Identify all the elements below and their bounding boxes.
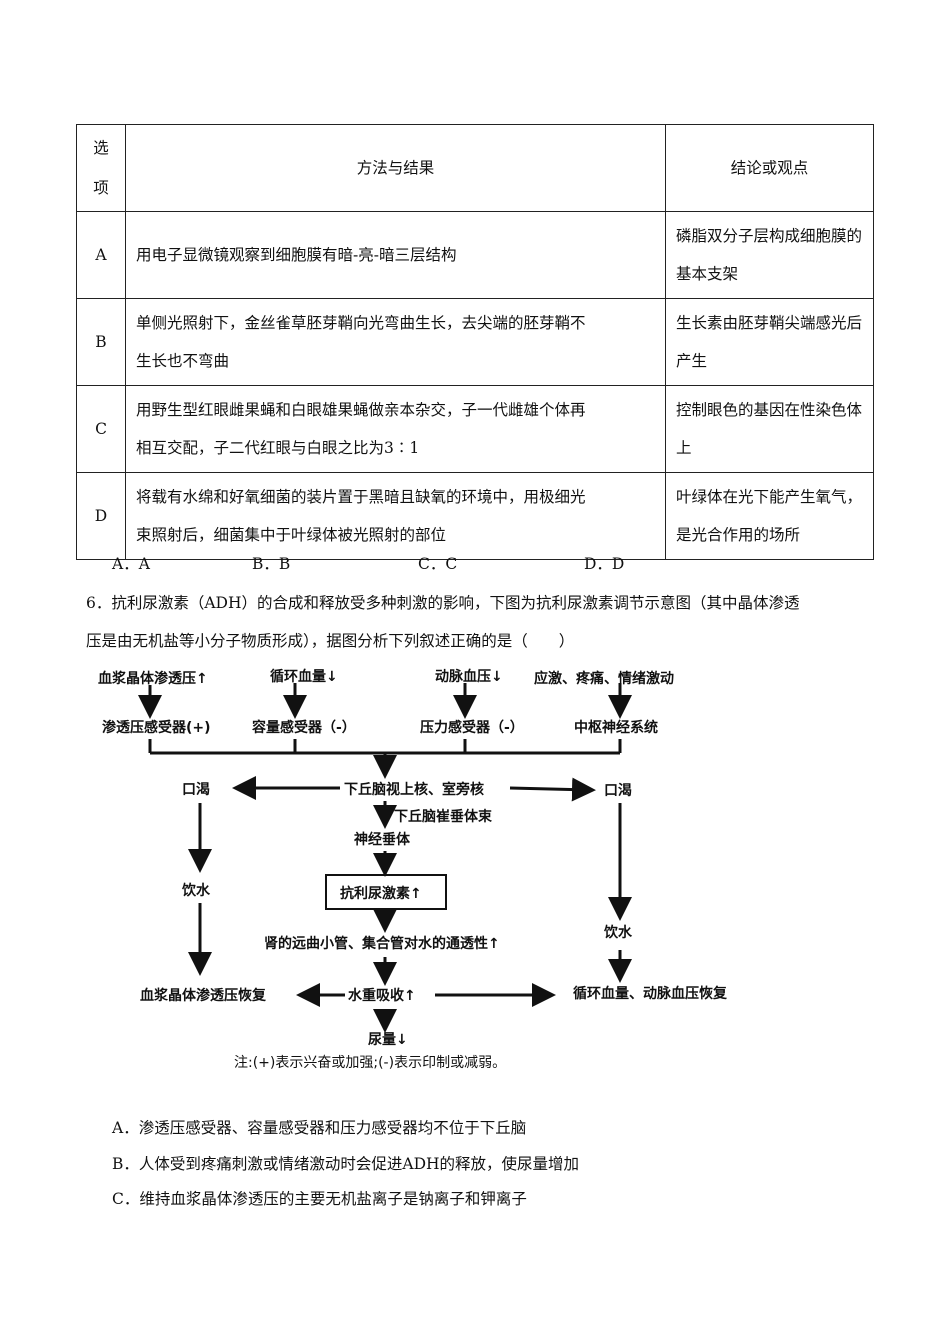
q6-stem: 6．抗利尿激素（ADH）的合成和释放受多种刺激的影响，下图为抗利尿激素调节示意图… xyxy=(86,584,872,660)
header-option: 选项 xyxy=(76,124,126,212)
header-conclusion: 结论或观点 xyxy=(665,124,874,212)
adh-box xyxy=(325,874,447,910)
row-method: 将载有水绵和好氧细菌的装片置于黑暗且缺氧的环境中，用极细光束照射后，细菌集中于叶… xyxy=(125,472,666,560)
choice-a[interactable]: A．A xyxy=(112,555,150,573)
table-header-row: 选项 方法与结果 结论或观点 xyxy=(76,124,874,212)
label-restore-left: 血浆晶体渗透压恢复 xyxy=(140,987,267,1004)
q6-option-b[interactable]: B．人体受到疼痛刺激或情绪激动时会促进ADH的释放，使尿量增加 xyxy=(112,1155,580,1173)
label-osmoreceptor: 渗透压感受器(+) xyxy=(102,719,211,736)
label-cns: 中枢神经系统 xyxy=(574,719,658,736)
label-urine: 尿量↓ xyxy=(368,1032,408,1048)
row-conclusion: 生长素由胚芽鞘尖端感光后产生 xyxy=(665,298,874,386)
label-note: 注:(+)表示兴奋或加强;(-)表示印制或减弱。 xyxy=(234,1055,506,1071)
label-plasma-osmotic: 血浆晶体渗透压↑ xyxy=(98,670,208,687)
label-thirst-left: 口渴 xyxy=(182,782,210,798)
q6-option-c[interactable]: C．维持血浆晶体渗透压的主要无机盐离子是钠离子和钾离子 xyxy=(112,1190,527,1208)
row-option: D xyxy=(76,472,126,560)
label-adh: 抗利尿激素↑ xyxy=(340,885,422,902)
row-conclusion: 叶绿体在光下能产生氧气，是光合作用的场所 xyxy=(665,472,874,560)
choice-b[interactable]: B．B xyxy=(252,555,291,573)
row-method: 用电子显微镜观察到细胞膜有暗-亮-暗三层结构 xyxy=(125,211,666,299)
q6-option-a[interactable]: A．渗透压感受器、容量感受器和压力感受器均不位于下丘脑 xyxy=(112,1119,527,1137)
label-baroreceptor: 压力感受器（-） xyxy=(420,719,524,736)
label-restore-right: 循环血量、动脉血压恢复 xyxy=(573,985,728,1002)
table-row: B 单侧光照射下，金丝雀草胚芽鞘向光弯曲生长，去尖端的胚芽鞘不生长也不弯曲 生长… xyxy=(76,298,874,386)
label-volume-receptor: 容量感受器（-） xyxy=(251,719,356,736)
row-option: B xyxy=(76,298,126,386)
q6-stem-line2: 压是由无机盐等小分子物质形成），据图分析下列叙述正确的是（ ） xyxy=(86,632,575,650)
label-arterial-pressure: 动脉血压↓ xyxy=(435,668,503,685)
label-drink-right: 饮水 xyxy=(603,924,633,941)
row-option: C xyxy=(76,385,126,473)
table-row: C 用野生型红眼雌果蝇和白眼雄果蝇做亲本杂交，子一代雌雄个体再相互交配，子二代红… xyxy=(76,385,874,473)
label-stress: 应激、疼痛、情绪激动 xyxy=(534,670,674,687)
table-row: A 用电子显微镜观察到细胞膜有暗-亮-暗三层结构 磷脂双分子层构成细胞膜的基本支… xyxy=(76,211,874,299)
arrow-thirst-right xyxy=(509,777,596,802)
label-pituitary: 神经垂体 xyxy=(354,831,411,848)
table-row: D 将载有水绵和好氧细菌的装片置于黑暗且缺氧的环境中，用极细光束照射后，细菌集中… xyxy=(76,472,874,560)
label-thirst-right: 口渴 xyxy=(604,783,632,799)
choice-c[interactable]: C．C xyxy=(418,555,458,573)
row-conclusion: 磷脂双分子层构成细胞膜的基本支架 xyxy=(665,211,874,299)
label-circulating-volume: 循环血量↓ xyxy=(270,668,338,685)
q6-stem-line1: 6．抗利尿激素（ADH）的合成和释放受多种刺激的影响，下图为抗利尿激素调节示意图… xyxy=(86,594,800,612)
label-hypothalamus: 下丘脑视上核、室旁核 xyxy=(344,781,484,798)
header-method: 方法与结果 xyxy=(125,124,666,212)
row-method: 单侧光照射下，金丝雀草胚芽鞘向光弯曲生长，去尖端的胚芽鞘不生长也不弯曲 xyxy=(125,298,666,386)
row-conclusion: 控制眼色的基因在性染色体上 xyxy=(665,385,874,473)
q5-table: 选项 方法与结果 结论或观点 A 用电子显微镜观察到细胞膜有暗-亮-暗三层结构 … xyxy=(76,124,874,560)
row-method: 用野生型红眼雌果蝇和白眼雄果蝇做亲本杂交，子一代雌雄个体再相互交配，子二代红眼与… xyxy=(125,385,666,473)
adh-regulation-diagram: 血浆晶体渗透压↑ 循环血量↓ 动脉血压↓ 应激、疼痛、情绪激动 渗透压感受器(+… xyxy=(98,668,728,1071)
row-option: A xyxy=(76,211,126,299)
choice-d[interactable]: D．D xyxy=(584,555,625,573)
label-drink-left: 饮水 xyxy=(181,882,211,899)
label-reabsorb: 水重吸收↑ xyxy=(348,987,416,1004)
label-tract: 下丘脑崔垂体束 xyxy=(394,808,493,825)
label-kidney-permeability: 肾的远曲小管、集合管对水的通透性↑ xyxy=(264,935,500,952)
